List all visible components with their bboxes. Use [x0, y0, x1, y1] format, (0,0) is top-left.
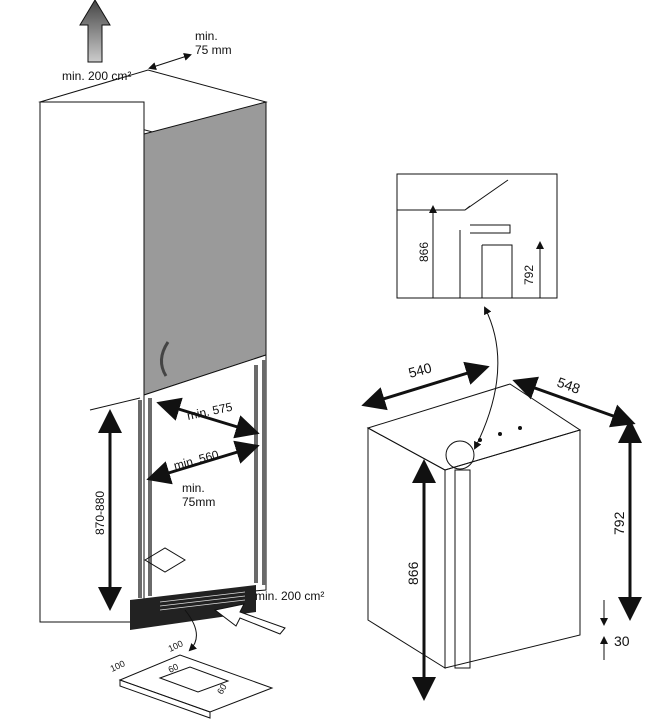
- svg-text:60: 60: [167, 662, 180, 675]
- svg-text:60: 60: [215, 682, 229, 696]
- vent-top-label: min. 200 cm²: [62, 69, 131, 83]
- appliance: [366, 383, 582, 669]
- vent-bottom-label: min. 200 cm²: [255, 589, 324, 603]
- svg-text:100: 100: [109, 658, 127, 673]
- airflow-up-arrow: [79, 0, 111, 63]
- svg-text:100: 100: [167, 638, 185, 653]
- ventilation-grille: [130, 585, 256, 630]
- width-540: 540: [407, 359, 434, 381]
- height-866: 866: [405, 561, 421, 585]
- door-handle: [160, 341, 170, 377]
- svg-text:866: 866: [417, 242, 431, 262]
- height-870-880: 870-880: [93, 491, 107, 535]
- gap-top-label-2: 75 mm: [195, 43, 232, 57]
- plinth-grille-detail: 100 100 60 60: [109, 638, 274, 719]
- gap-top-label-1: min.: [195, 29, 218, 43]
- height-792: 792: [611, 511, 627, 535]
- built-in-cabinet: [38, 0, 268, 630]
- svg-text:792: 792: [522, 265, 536, 285]
- gap-back-label-2: 75mm: [182, 495, 215, 509]
- detail-inset: 866 792: [396, 173, 558, 299]
- plinth-30: 30: [614, 633, 630, 649]
- airflow-in-arrow: [213, 603, 286, 635]
- gap-back-label-1: min.: [182, 481, 205, 495]
- depth-548: 548: [555, 374, 583, 397]
